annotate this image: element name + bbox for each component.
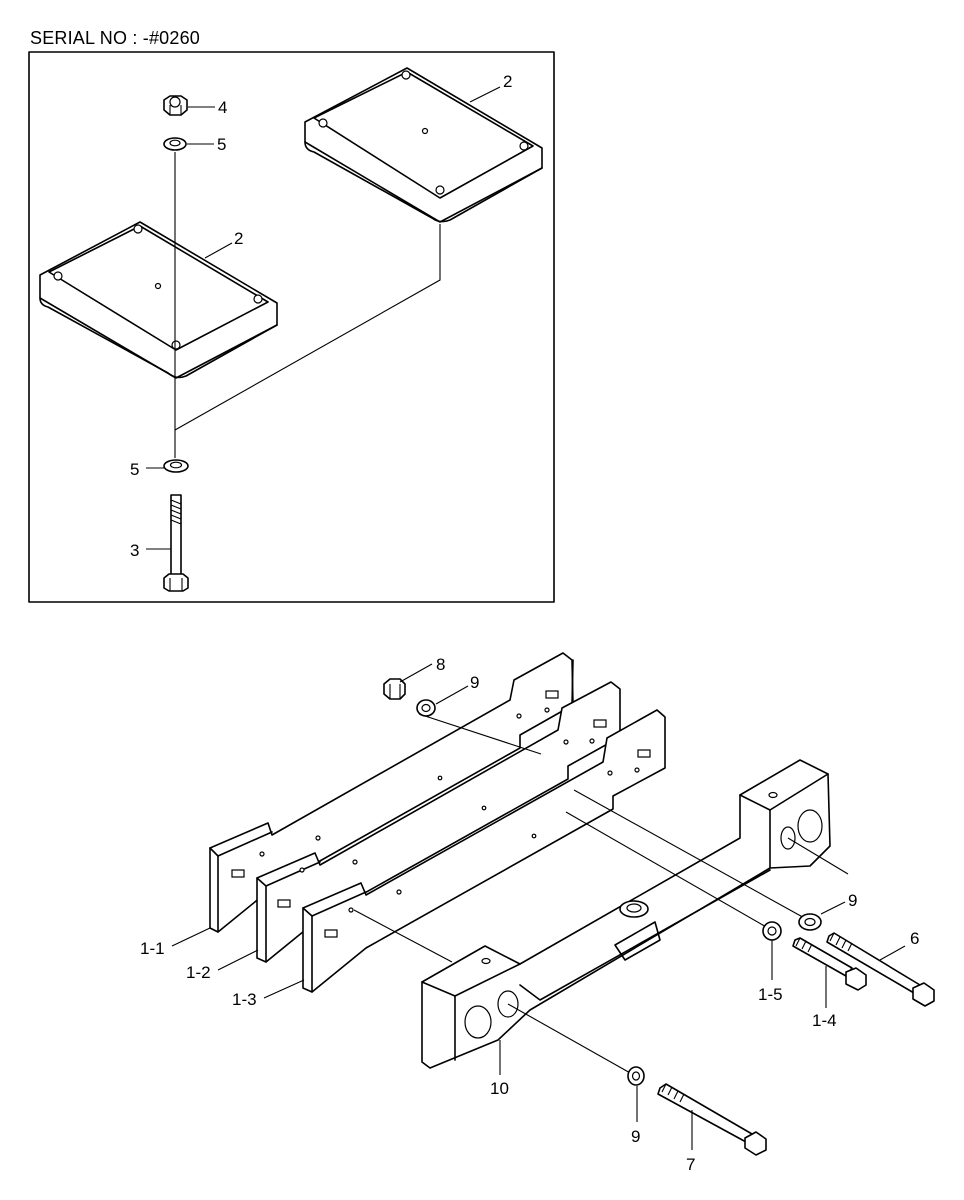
nut-part-8: [383, 678, 406, 700]
label-part-10: 10: [490, 1079, 509, 1098]
label-part-5-bottom: 5: [130, 460, 139, 479]
label-part-1-4: 1-4: [812, 1011, 837, 1030]
shim-plate-1-3: [302, 709, 666, 993]
leader-lines-top: [146, 86, 501, 550]
label-part-9-bottom: 9: [631, 1127, 640, 1146]
label-part-1-2: 1-2: [186, 963, 211, 982]
counterweight-pad-right: [304, 67, 543, 223]
label-part-6: 6: [910, 929, 919, 948]
label-part-4: 4: [218, 98, 227, 117]
label-part-3: 3: [130, 541, 139, 560]
label-part-2-left: 2: [234, 229, 243, 248]
label-part-9-top: 9: [470, 673, 479, 692]
washer-part-5-bottom: [163, 459, 189, 473]
leader-lines-bottom: [171, 663, 906, 1150]
label-part-8: 8: [436, 655, 445, 674]
serial-number-label: SERIAL NO : -#0260: [30, 28, 201, 48]
label-part-1-1: 1-1: [140, 939, 165, 958]
label-part-1-3: 1-3: [232, 990, 257, 1009]
washer-part-9-top: [416, 699, 436, 717]
detail-box-border: [28, 51, 555, 603]
bolt-part-6: [826, 932, 935, 1007]
bolt-part-7: [657, 1083, 767, 1156]
label-part-1-5: 1-5: [758, 985, 783, 1004]
label-part-5-top: 5: [217, 135, 226, 154]
assembly-lines-bottom: [353, 713, 849, 1075]
label-part-2-right: 2: [503, 72, 512, 91]
counterweight-pad-left: [39, 221, 278, 379]
washer-part-9-bottom: [627, 1066, 645, 1086]
label-part-9-right: 9: [848, 891, 857, 910]
washer-part-9-right: [798, 913, 822, 931]
washer-part-5-top: [163, 137, 187, 151]
washer-part-1-5: [762, 921, 782, 941]
assembly-line-right-pad: [174, 224, 441, 431]
label-part-7: 7: [686, 1155, 695, 1174]
nut-part-4: [163, 95, 188, 116]
bolt-part-3: [163, 494, 189, 592]
bolt-part-1-4: [792, 937, 867, 991]
